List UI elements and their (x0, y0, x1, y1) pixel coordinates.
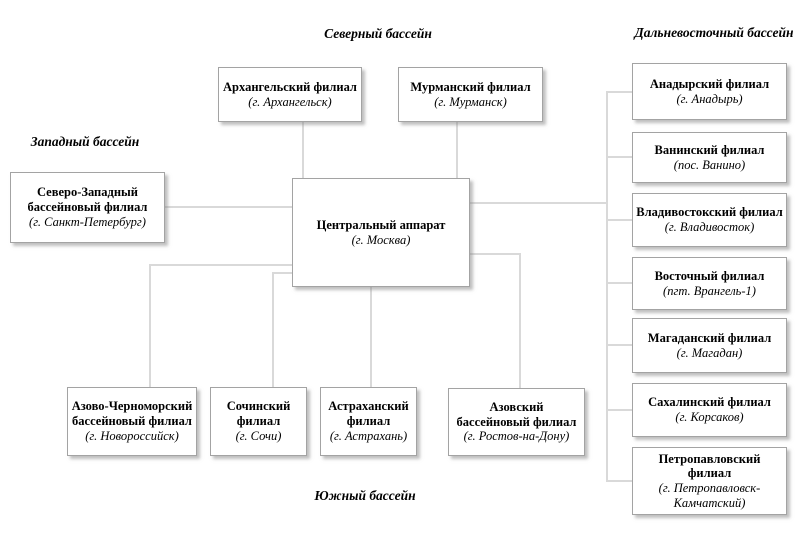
node-title: Ванинский филиал (654, 142, 765, 157)
node-title: Северо-Западный бассейновый филиал (27, 185, 148, 215)
node-vostochny-branch: Восточный филиал (пгт. Врангель-1) (632, 257, 787, 310)
connector-trunk-to-petropavlovsk (606, 480, 632, 482)
connector-central-to-sochi-v (272, 272, 274, 387)
label-west-basin: Западный бассейн (30, 134, 140, 149)
node-magadan-branch: Магаданский филиал (г. Магадан) (632, 318, 787, 373)
connector-central-to-azovo-v (149, 264, 151, 387)
connector-central-to-azov-h (470, 253, 521, 255)
fareast-trunk-line (606, 91, 608, 482)
node-title: Владивостокский филиал (636, 205, 783, 220)
connector-trunk-to-anadyr (606, 91, 632, 93)
connector-trunk-to-sakhalin (606, 409, 632, 411)
node-location: (г. Петропавловск-Камчатский) (658, 481, 761, 510)
label-south-basin: Южный бассейн (314, 488, 416, 503)
connector-arkhangelsk-to-central (302, 121, 304, 179)
node-title: Архангельский филиал (223, 79, 357, 94)
node-astrakhan-branch: Астраханский филиал (г. Астрахань) (320, 387, 417, 456)
connector-central-to-astrakhan (370, 286, 372, 387)
label-north-basin: Северный бассейн (324, 26, 432, 41)
node-title: Азовский бассейновый филиал (456, 399, 577, 429)
node-title: Сахалинский филиал (648, 395, 771, 410)
node-azovo-chernomorsky-branch: Азово-Черноморский бассейновый филиал (г… (67, 387, 197, 456)
node-location: (г. Архангельск) (248, 94, 332, 109)
node-sakhalin-branch: Сахалинский филиал (г. Корсаков) (632, 383, 787, 437)
node-location: (г. Санкт-Петербург) (29, 214, 146, 229)
node-location: (г. Мурманск) (434, 94, 507, 109)
node-location: (г. Ростов-на-Дону) (463, 429, 570, 444)
node-petropavlovsk-branch: Петропавловский филиал (г. Петропавловск… (632, 447, 787, 515)
node-location: (г. Магадан) (676, 345, 743, 360)
node-vanino-branch: Ванинский филиал (пос. Ванино) (632, 132, 787, 183)
node-title: Петропавловский филиал (658, 451, 761, 481)
node-northwest-basin-branch: Северо-Западный бассейновый филиал (г. С… (10, 172, 165, 243)
node-title: Магаданский филиал (647, 330, 772, 345)
connector-central-to-fareast-trunk (470, 202, 608, 204)
connector-trunk-to-vostochny (606, 282, 632, 284)
connector-trunk-to-vanino (606, 156, 632, 158)
node-murmansk-branch: Мурманский филиал (г. Мурманск) (398, 67, 543, 122)
node-central-apparatus: Центральный аппарат (г. Москва) (292, 178, 470, 287)
node-title: Астраханский филиал (328, 399, 409, 429)
node-location: (пгт. Врангель-1) (663, 283, 756, 298)
node-location: (пос. Ванино) (673, 157, 746, 172)
connector-central-to-sochi-h (272, 272, 292, 274)
node-sochi-branch: Сочинский филиал (г. Сочи) (210, 387, 307, 456)
node-location: (г. Сочи) (235, 428, 282, 443)
node-title: Восточный филиал (654, 268, 765, 283)
node-location: (г. Астрахань) (329, 428, 408, 443)
node-vladivostok-branch: Владивостокский филиал (г. Владивосток) (632, 193, 787, 247)
node-title: Анадырский филиал (649, 76, 770, 91)
node-title: Центральный аппарат (316, 217, 446, 232)
connector-trunk-to-vladivostok (606, 219, 632, 221)
connector-northwest-to-central (165, 206, 292, 208)
connector-murmansk-to-central (456, 121, 458, 179)
node-location: (г. Владивосток) (664, 220, 755, 234)
node-location: (г. Корсаков) (675, 410, 744, 424)
node-arkhangelsk-branch: Архангельский филиал (г. Архангельск) (218, 67, 362, 122)
node-azov-basin-branch: Азовский бассейновый филиал (г. Ростов-н… (448, 388, 585, 456)
node-anadyr-branch: Анадырский филиал (г. Анадырь) (632, 63, 787, 120)
node-title: Сочинский филиал (226, 399, 291, 429)
connector-central-to-azovo-h (149, 264, 292, 266)
node-location: (г. Москва) (351, 232, 411, 247)
label-far-east-basin: Дальневосточный бассейн (634, 25, 794, 40)
node-title: Мурманский филиал (410, 79, 531, 94)
node-location: (г. Анадырь) (676, 91, 743, 106)
connector-trunk-to-magadan (606, 344, 632, 346)
node-location: (г. Новороссийск) (85, 428, 179, 443)
node-title: Азово-Черноморский бассейновый филиал (71, 399, 193, 429)
connector-central-to-azov-v (519, 253, 521, 388)
